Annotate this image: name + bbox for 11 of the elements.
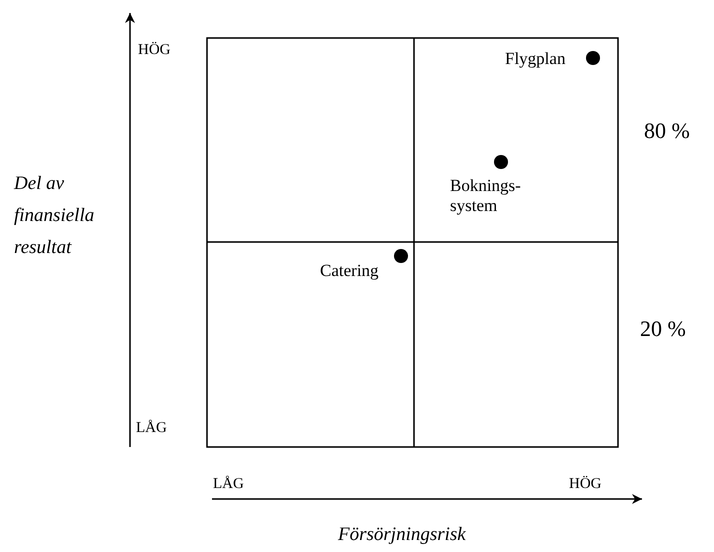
point-label: Flygplan: [505, 49, 566, 69]
point-label: Catering: [320, 261, 379, 281]
percentage-label: 20 %: [640, 316, 686, 342]
axis-end-label: HÖG: [138, 42, 170, 59]
axis-end-label: LÅG: [213, 476, 244, 493]
axis-title: Försörjningsrisk: [338, 524, 466, 546]
axis-end-label: LÅG: [136, 420, 167, 437]
axis-title: Del av finansiella resultat: [14, 172, 96, 260]
axis-end-label: HÖG: [569, 476, 602, 493]
point-label: Boknings- system: [450, 176, 522, 216]
percentage-label: 80 %: [644, 118, 690, 144]
